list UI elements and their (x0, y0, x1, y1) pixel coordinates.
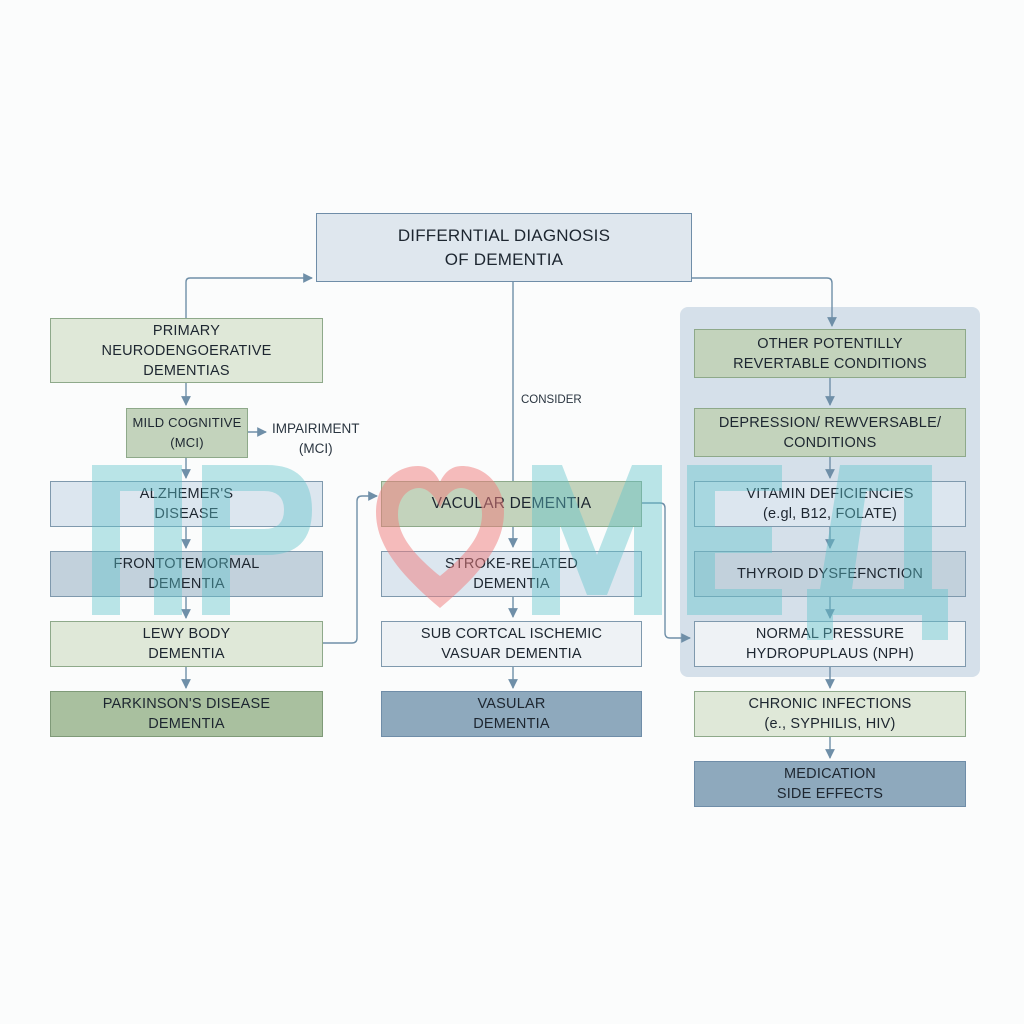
normal-pressure-box: NORMAL PRESSURE HYDROPUPLAUS (NPH) (694, 621, 966, 667)
consider-label: CONSIDER (521, 394, 582, 406)
frontotemporal-box: FRONTOTEMORMAL DEMENTIA (50, 551, 323, 597)
connector-vascular-nph (642, 502, 691, 643)
chronic-infections-box: CHRONIC INFECTIONS (e., SYPHILIS, HIV) (694, 691, 966, 737)
connector-left-top (185, 273, 313, 318)
primary-neurodegenerative-box: PRIMARY NEURODENGOERATIVE DEMENTIAS (50, 318, 323, 383)
other-conditions-box: OTHER POTENTILLY REVERTABLE CONDITIONS (694, 329, 966, 378)
connector-lewy-vascular (323, 491, 378, 644)
connector-title-right (692, 277, 837, 327)
alzheimers-box: ALZHEMER'S DISEASE (50, 481, 323, 527)
medication-side-effects-box: MEDICATION SIDE EFFECTS (694, 761, 966, 807)
impairment-label: IMPAIRIMENT (MCI) (272, 421, 360, 456)
depression-box: DEPRESSION/ REWVERSABLE/ CONDITIONS (694, 408, 966, 457)
mild-cognitive-box: MILD COGNITIVE (MCI) (126, 408, 248, 458)
subcortical-ischemic-box: SUB CORTCAL ISCHEMIC VASUAR DEMENTIA (381, 621, 642, 667)
vitamin-deficiencies-box: VITAMIN DEFICIENCIES (e.gl, B12, FOLATE) (694, 481, 966, 527)
lewy-body-box: LEWY BODY DEMENTIA (50, 621, 323, 667)
vasular-dementia-box: VASULAR DEMENTIA (381, 691, 642, 737)
vascular-dementia-box: VACULAR DEMENTIA (381, 481, 642, 527)
thyroid-box: THYROID DYSFEFNCTION (694, 551, 966, 597)
stroke-related-box: STROKE-RELATED DEMENTIA (381, 551, 642, 597)
parkinsons-box: PARKINSON'S DISEASE DEMENTIA (50, 691, 323, 737)
diagram-title: DIFFERNTIAL DIAGNOSIS OF DEMENTIA (316, 213, 692, 282)
